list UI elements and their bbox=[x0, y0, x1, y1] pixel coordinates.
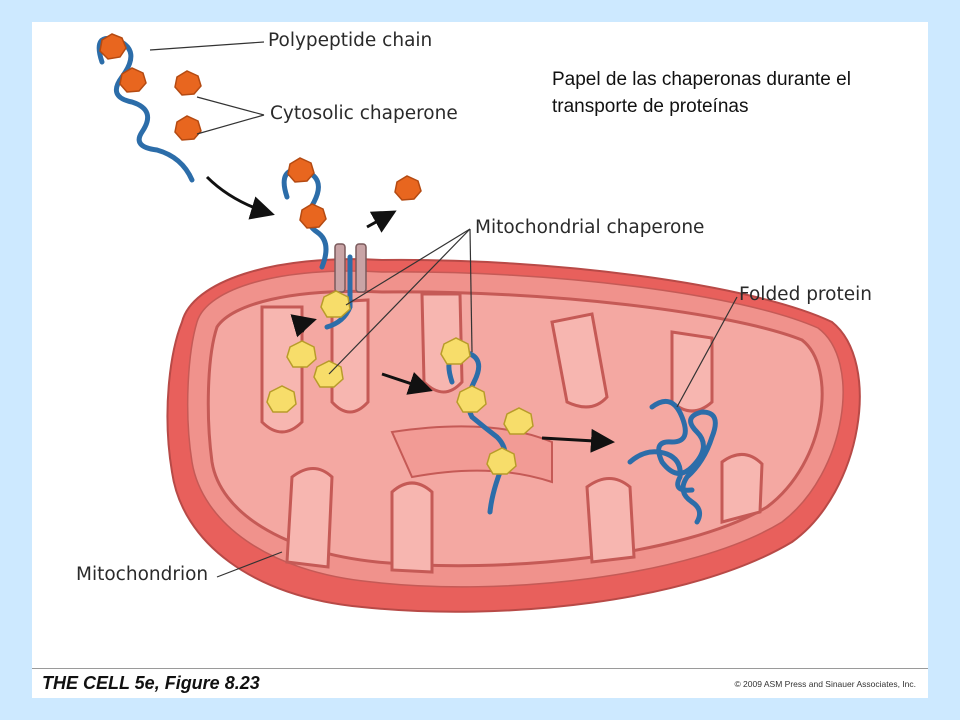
translocase-segment bbox=[334, 243, 346, 293]
leader-line bbox=[216, 551, 283, 578]
mitochondrion-chaperone-diagram bbox=[96, 33, 861, 613]
mitochondrial-chaperone-blob bbox=[503, 407, 534, 435]
label-folded-protein: Folded protein bbox=[739, 284, 872, 305]
crista bbox=[285, 467, 334, 569]
arrow-icon bbox=[366, 210, 397, 233]
crista bbox=[670, 330, 714, 413]
figure-reference: THE CELL 5e, Figure 8.23 bbox=[42, 673, 260, 693]
leader-lines bbox=[149, 41, 738, 578]
mitochondrial-chaperones bbox=[266, 290, 534, 475]
cytosolic-chaperone-blob bbox=[394, 175, 422, 201]
folded-protein-strand bbox=[649, 398, 718, 525]
cytosolic-chaperone-blob bbox=[174, 70, 202, 96]
copyright-notice: © 2009 ASM Press and Sinauer Associates,… bbox=[734, 679, 916, 689]
mitochondrial-chaperone-blob bbox=[456, 385, 487, 413]
mitochondrion bbox=[166, 258, 861, 613]
leader-line bbox=[328, 228, 471, 375]
label-polypeptide-chain: Polypeptide chain bbox=[268, 30, 433, 51]
leader-line bbox=[196, 114, 265, 135]
mitochondrial-chaperone-blob bbox=[486, 447, 517, 475]
arrow-icon bbox=[541, 428, 615, 453]
crista bbox=[720, 453, 764, 524]
cytosolic-chaperone-blob bbox=[299, 203, 327, 229]
process-arrows bbox=[205, 175, 615, 453]
page-title: Papel de las chaperonas durante el trans… bbox=[552, 69, 851, 117]
crista bbox=[585, 477, 636, 564]
cytosolic-chaperone-blob bbox=[119, 67, 147, 93]
leader-line bbox=[345, 228, 471, 306]
label-cytosolic-chaperone: Cytosolic chaperone bbox=[270, 103, 458, 124]
arrow-icon bbox=[381, 371, 433, 395]
crista bbox=[260, 305, 304, 434]
footer: THE CELL 5e, Figure 8.23 © 2009 ASM Pres… bbox=[32, 668, 928, 699]
leader-line bbox=[149, 41, 265, 51]
leader-line bbox=[196, 96, 265, 116]
mitochondrial-chaperone-blob bbox=[320, 290, 351, 318]
arrow-icon bbox=[205, 175, 275, 220]
folded-protein bbox=[627, 398, 718, 525]
crista bbox=[550, 312, 609, 409]
cristae bbox=[260, 292, 764, 574]
crista bbox=[330, 298, 370, 414]
polypeptide-strand bbox=[96, 35, 195, 183]
folded-protein-strand bbox=[627, 449, 695, 493]
mitochondrial-chaperone-blob bbox=[286, 340, 317, 368]
mitochondrial-chaperone-blob bbox=[440, 337, 471, 365]
leader-line bbox=[469, 228, 473, 353]
translocase-segment bbox=[355, 243, 367, 293]
label-mitochondrion: Mitochondrion bbox=[76, 564, 209, 585]
mitochondrial-chaperone-blob bbox=[266, 385, 297, 413]
cytosolic-chaperone-blob bbox=[99, 33, 127, 60]
crista bbox=[390, 481, 434, 574]
translocase-channel-icon bbox=[334, 243, 367, 293]
figure-frame: Polypeptide chain Cytosolic chaperone Mi… bbox=[32, 22, 928, 698]
cytosolic-chaperone-blob bbox=[174, 115, 202, 141]
cytosolic-chaperones bbox=[99, 33, 422, 229]
arrow-icon bbox=[290, 314, 317, 338]
cytosolic-chaperone-blob bbox=[287, 157, 315, 183]
leader-line bbox=[676, 296, 738, 408]
label-mitochondrial-chaperone: Mitochondrial chaperone bbox=[475, 217, 705, 238]
